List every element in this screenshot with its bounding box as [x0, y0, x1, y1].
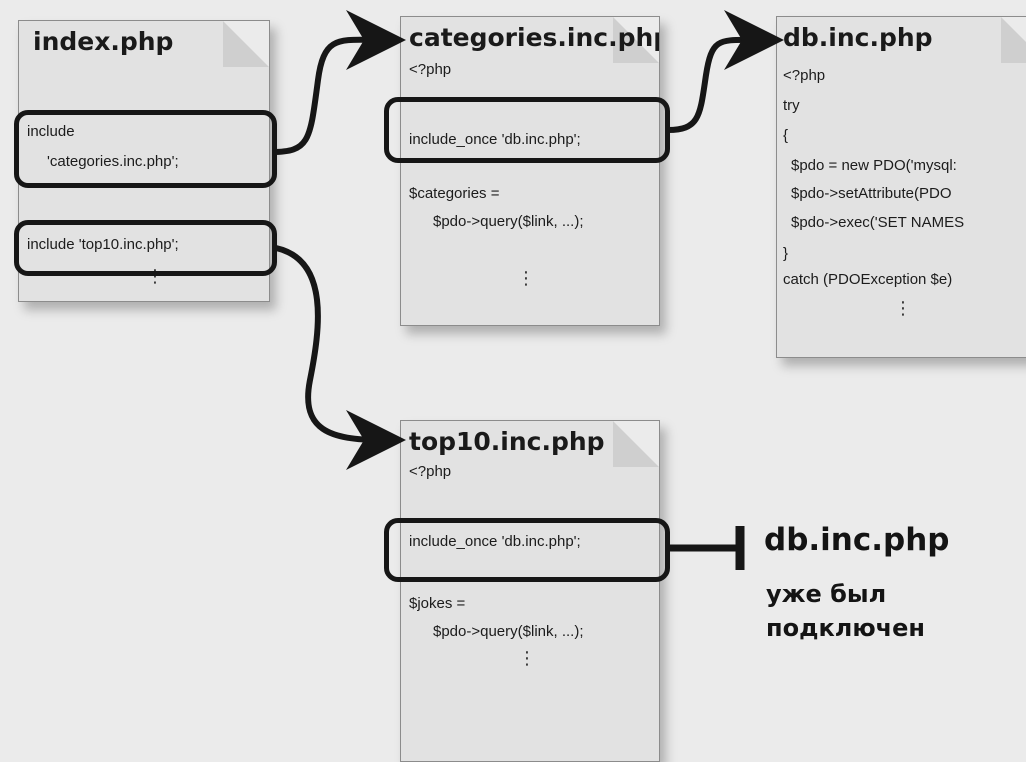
code-line: $categories = — [409, 185, 500, 202]
code-line: include — [27, 123, 75, 140]
file-categories-inc-php: categories.inc.php <?php include_once 'd… — [400, 16, 660, 326]
code-line: <?php — [409, 61, 452, 78]
page-fold — [1001, 17, 1026, 63]
code-line: 'categories.inc.php'; — [47, 153, 179, 170]
arrow-index-to-top10 — [275, 245, 406, 470]
code-line: $pdo->exec('SET NAMES — [791, 214, 965, 231]
highlight-include-once-categories — [384, 97, 670, 163]
code-line: } — [783, 245, 789, 262]
flow-arrows — [271, 9, 784, 570]
code-line: include_once 'db.inc.php'; — [409, 131, 581, 148]
code-line: catch (PDOException $e) — [783, 271, 953, 288]
note-title: db.inc.php — [764, 522, 950, 558]
page-fold — [223, 21, 269, 67]
file-index-php: index.php include 'categories.inc.php'; … — [18, 20, 270, 302]
code-line: include 'top10.inc.php'; — [27, 236, 179, 253]
highlight-include-top10 — [14, 220, 277, 276]
file-title: index.php — [33, 27, 174, 56]
file-title: db.inc.php — [783, 23, 933, 52]
page-fold — [613, 421, 659, 467]
code-line: $pdo->setAttribute(PDO — [791, 185, 952, 202]
code-line: { — [783, 127, 789, 144]
file-title: top10.inc.php — [409, 427, 605, 456]
code-line: <?php — [783, 67, 826, 84]
file-top10-inc-php: top10.inc.php <?php include_once 'db.inc… — [400, 420, 660, 762]
note-line-2: подключен — [766, 614, 925, 642]
code-line: <?php — [409, 463, 452, 480]
page-fold — [613, 17, 659, 63]
code-line: $pdo->query($link, ...); — [433, 623, 584, 640]
arrow-index-to-categories — [271, 9, 406, 155]
note-line-1: уже был — [766, 580, 887, 608]
code-line: try — [783, 97, 800, 114]
arrow-categories-to-db — [667, 9, 784, 133]
file-db-inc-php: db.inc.php <?php try { $pdo = new PDO('m… — [776, 16, 1026, 358]
code-line: $pdo = new PDO('mysql: — [791, 157, 957, 174]
code-line: $pdo->query($link, ...); — [433, 213, 584, 230]
file-title: categories.inc.php — [409, 23, 660, 52]
highlight-include-once-top10 — [384, 518, 670, 582]
code-line: include_once 'db.inc.php'; — [409, 533, 581, 550]
code-line: $jokes = — [409, 595, 466, 612]
